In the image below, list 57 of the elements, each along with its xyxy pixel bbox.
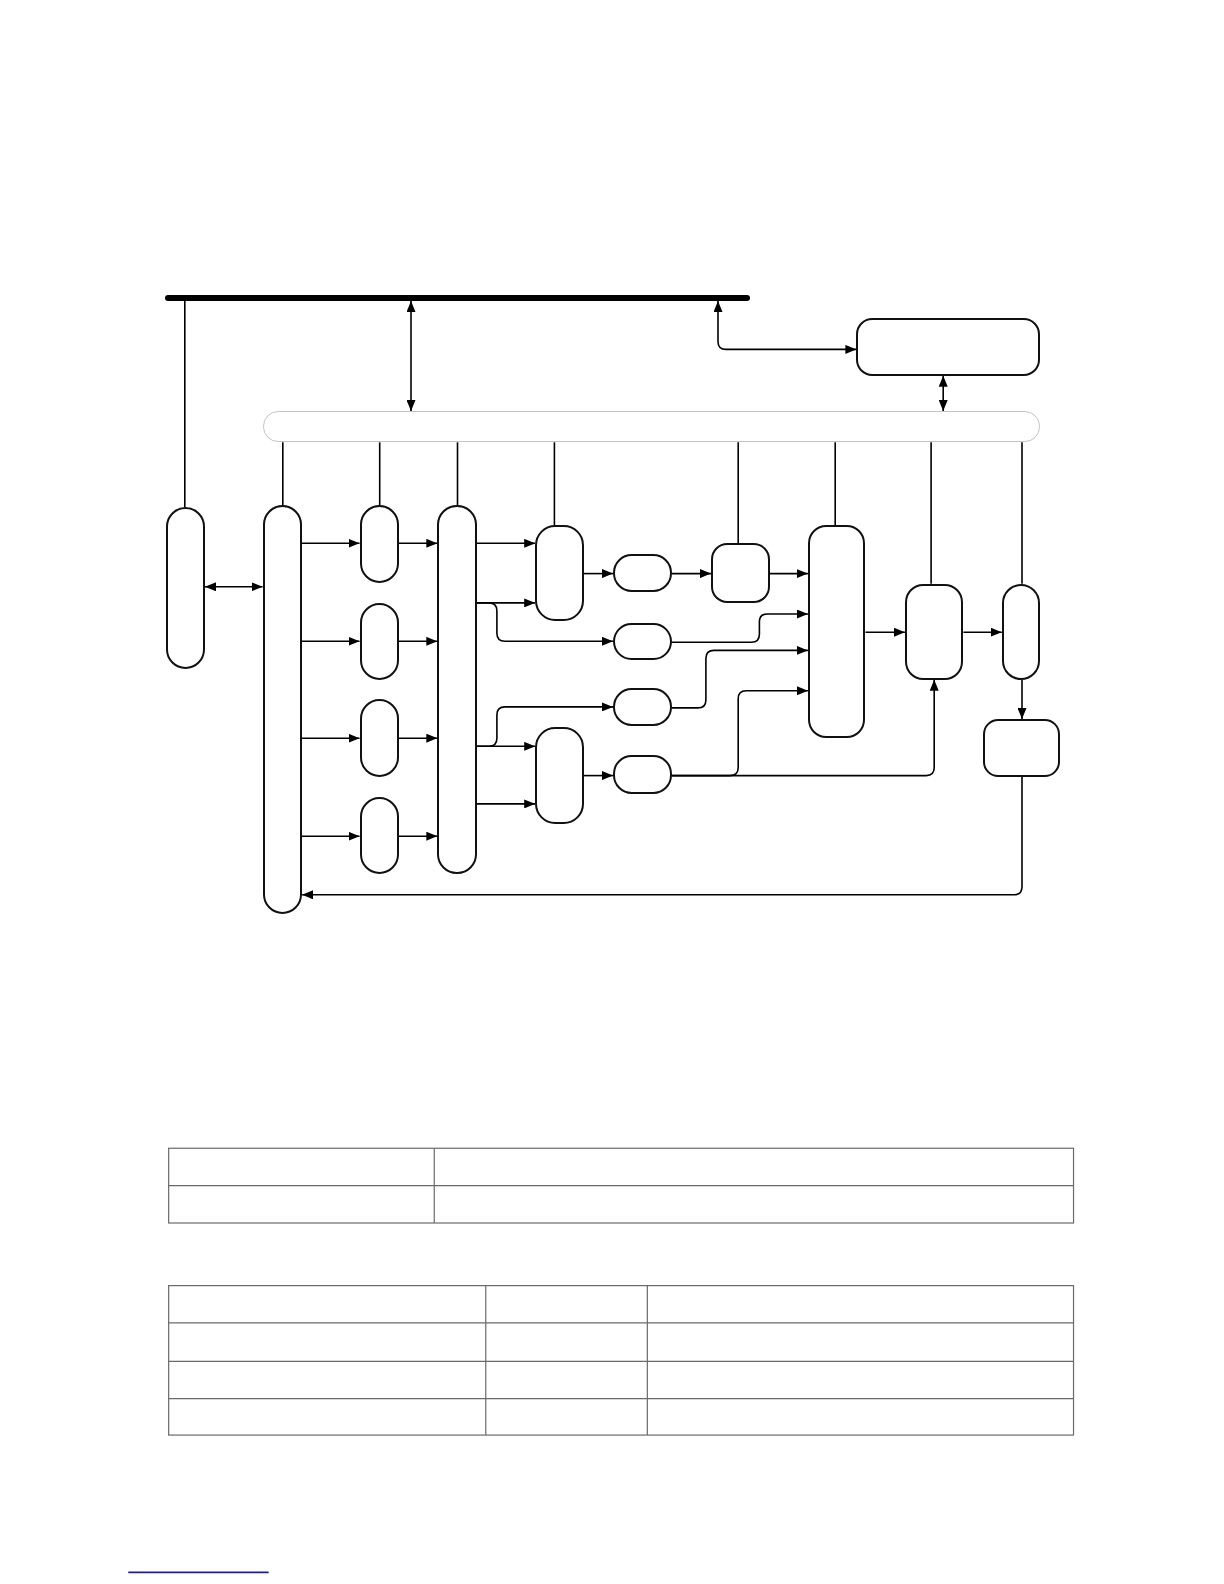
connector-line (1021, 441, 1023, 585)
arrow (768, 569, 809, 579)
arrow (582, 771, 614, 781)
connector-line (282, 441, 284, 506)
bus-line (164, 294, 751, 301)
arrow (398, 733, 439, 743)
rounded-box (613, 623, 672, 661)
arrow (582, 569, 614, 579)
rounded-box (437, 504, 477, 874)
arrow (398, 636, 439, 646)
double-arrow (406, 300, 416, 412)
double-arrow (938, 374, 948, 412)
arrow (301, 831, 361, 841)
rounded-box (165, 506, 205, 669)
arrow (301, 775, 1023, 900)
rounded-box (359, 504, 399, 583)
rounded-box (535, 525, 584, 622)
arrow (864, 627, 906, 637)
arrow (398, 831, 439, 841)
rounded-box (904, 583, 964, 680)
rounded-box (535, 727, 584, 825)
connector-line (930, 441, 932, 585)
connector-line (378, 441, 381, 506)
rounded-box (613, 687, 672, 727)
rounded-box (262, 504, 302, 914)
connector-line (834, 441, 836, 526)
rounded-box (1001, 583, 1041, 680)
connector-line (456, 441, 459, 506)
arrow (475, 741, 536, 751)
arrow (301, 636, 361, 646)
rounded-box (613, 755, 672, 794)
connector-line (184, 300, 186, 508)
double-arrow (713, 300, 858, 354)
arrow (670, 609, 809, 644)
arrow (670, 645, 809, 709)
arrow (670, 678, 939, 777)
rounded-box (359, 796, 399, 874)
arrow (475, 602, 614, 646)
double-arrow (204, 582, 264, 592)
arrow (962, 627, 1003, 637)
arrow (1017, 678, 1027, 720)
rounded-box (359, 698, 399, 777)
rounded-box (807, 525, 866, 739)
connector-line (553, 441, 556, 526)
rounded-box (359, 602, 399, 680)
rounded-box (982, 719, 1061, 777)
rounded-box (710, 543, 770, 603)
arrow (475, 799, 536, 809)
arrow (670, 569, 712, 579)
rounded-bar (262, 411, 1041, 443)
arrow (301, 538, 361, 548)
arrow (475, 538, 536, 548)
arrow (398, 538, 439, 548)
rounded-box (613, 554, 672, 592)
rounded-box (856, 318, 1041, 376)
arrow (301, 733, 361, 743)
connector-line (737, 441, 739, 545)
